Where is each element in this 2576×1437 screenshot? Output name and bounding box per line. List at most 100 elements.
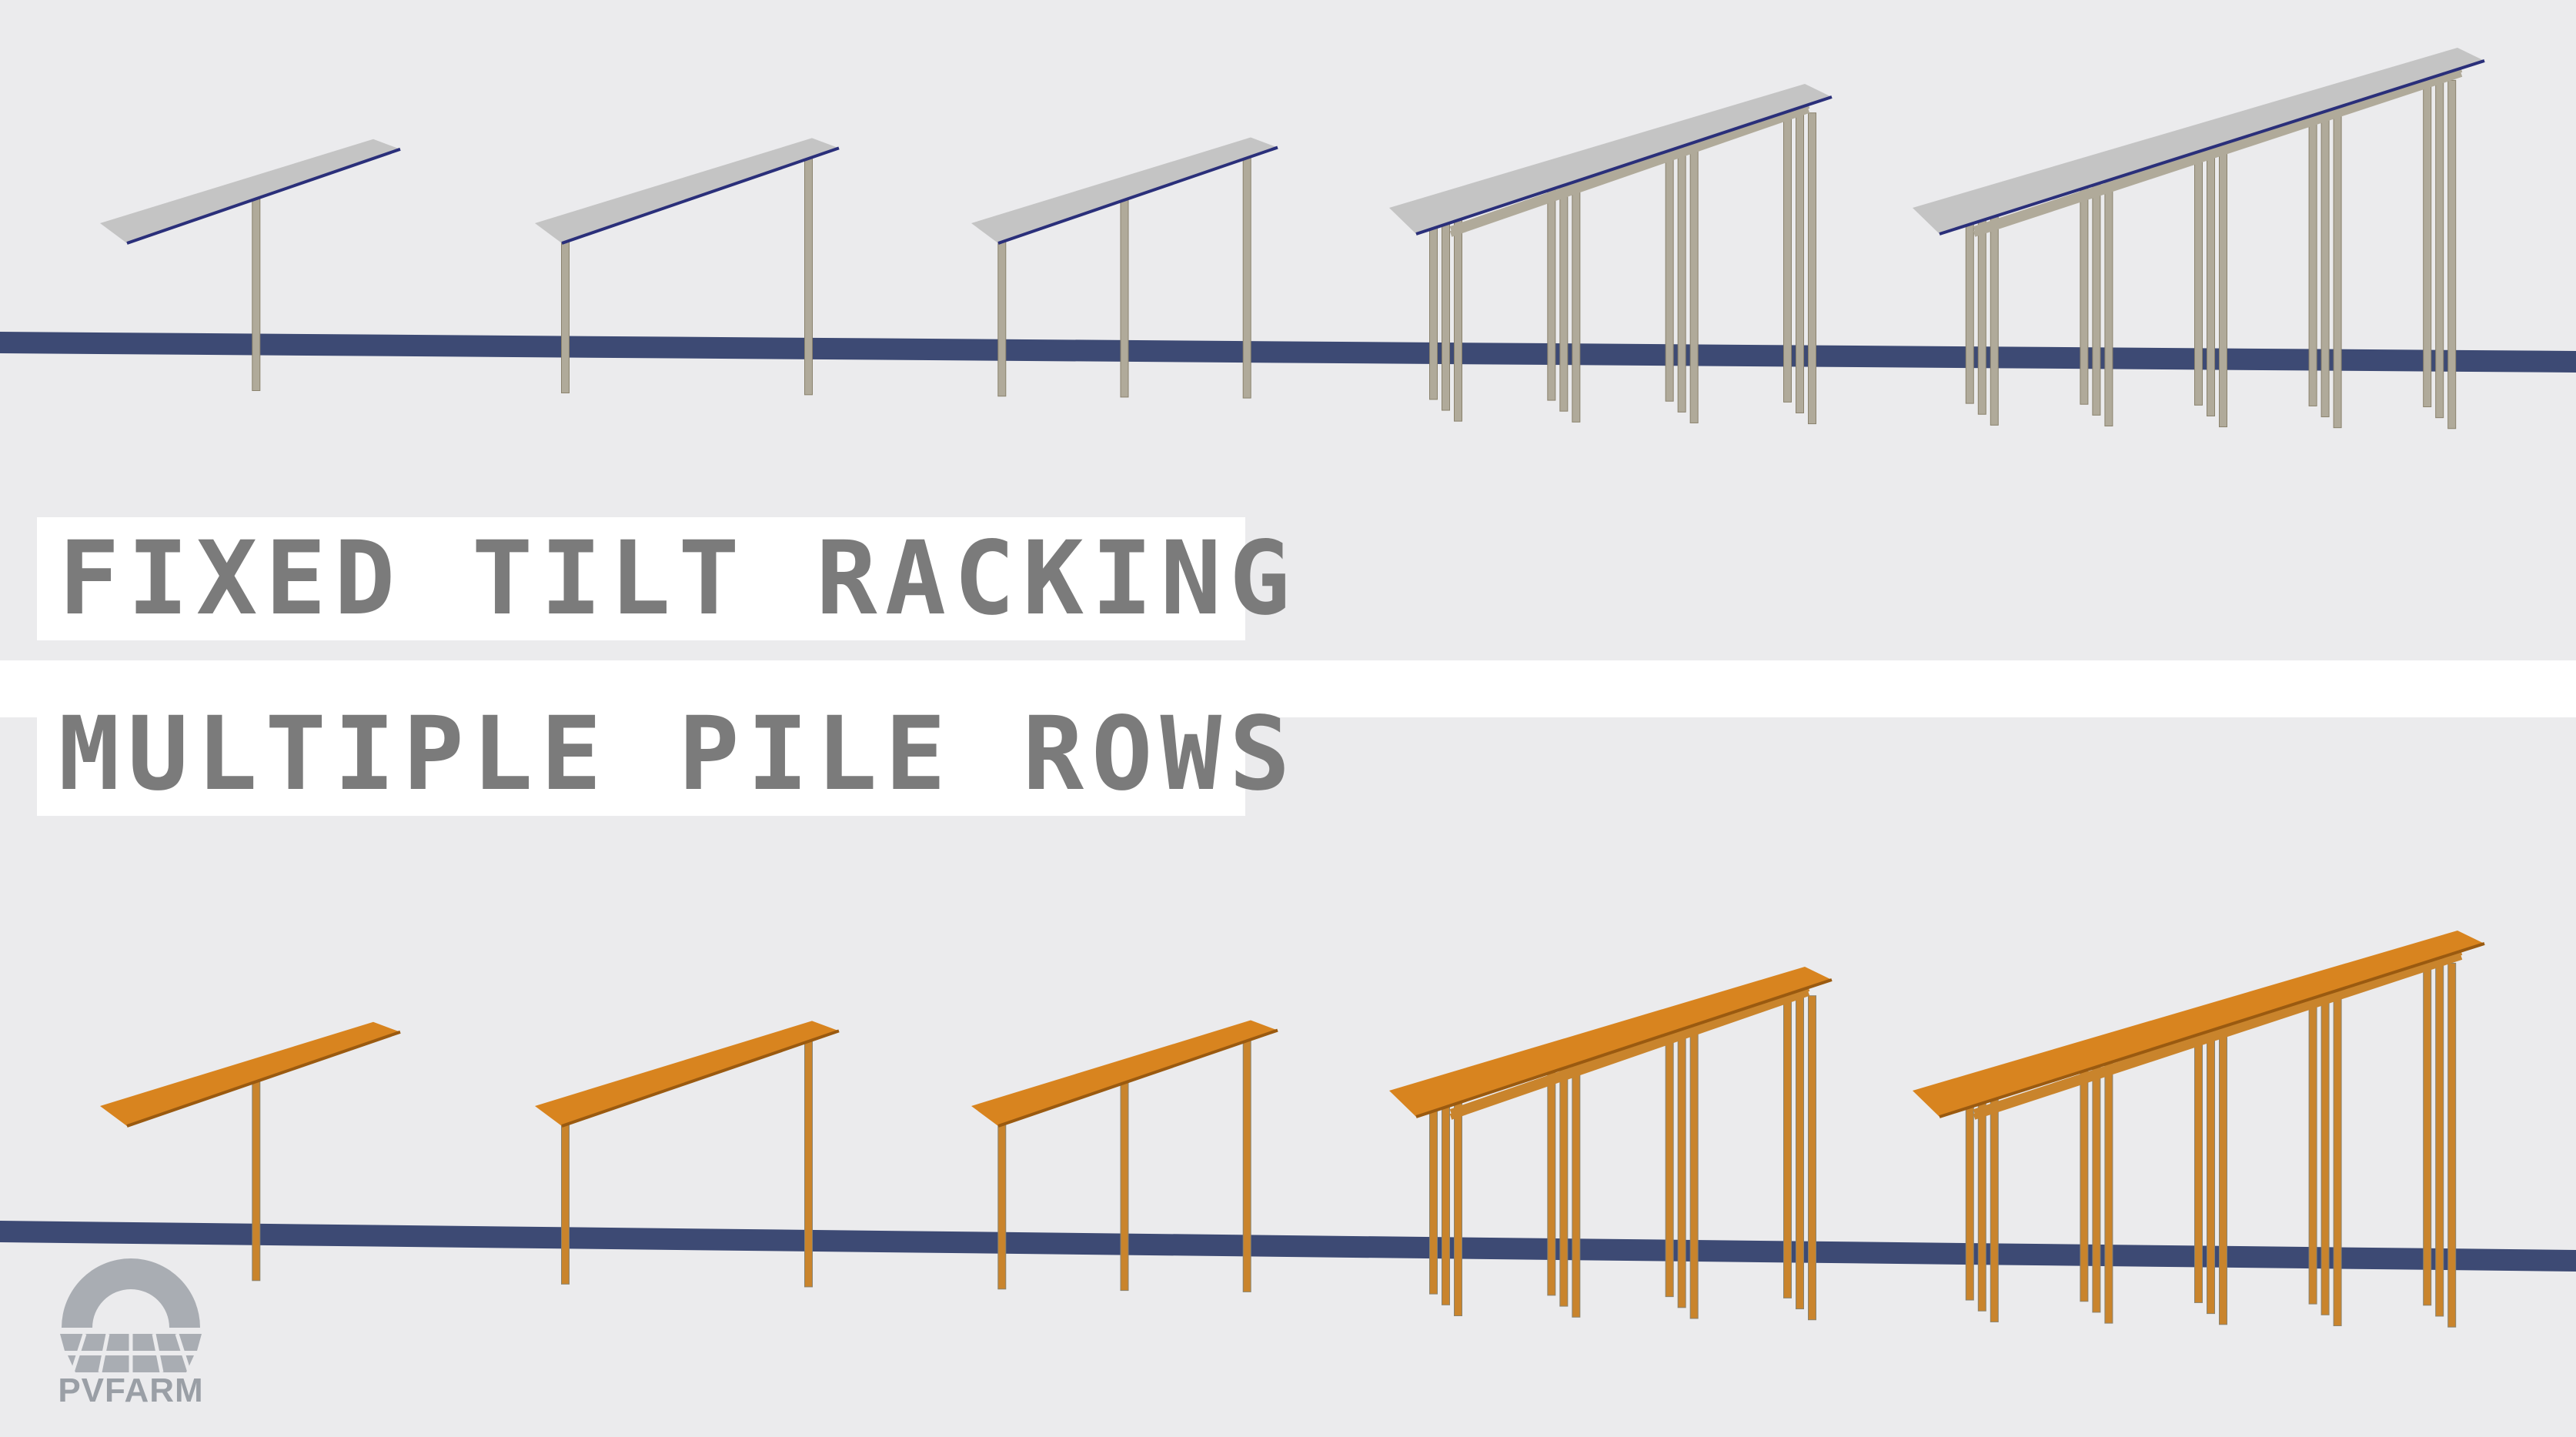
steel-row-table-3-pile: [997, 222, 1007, 397]
logo-text: PVFARM: [58, 1372, 204, 1409]
wood-row-table-4-pile: [1808, 995, 1816, 1321]
steel-row-table-4-pile: [1783, 106, 1792, 403]
title-banner: FIXED TILT RACKING: [37, 517, 1290, 640]
wood-row-table-5-pile: [2219, 1027, 2227, 1325]
wood-row-table-4-panel: [1389, 967, 1832, 1117]
wood-row-table-4-pile: [1572, 1061, 1581, 1318]
wood-row-table-1-panel: [100, 1021, 400, 1126]
wood-row-ground-line: [0, 1221, 2576, 1272]
steel-row-table-1-panel-edge: [126, 147, 401, 245]
steel-row-table-5-pile: [2194, 138, 2203, 406]
steel-row-table-4-rail: [1449, 102, 1810, 232]
steel-row-table-1-pile: [252, 187, 261, 391]
steel-row-table-5-pile: [2207, 141, 2215, 416]
steel-row-table-5-pile: [1965, 202, 1974, 404]
wood-row-table-4-pile: [1429, 1088, 1438, 1295]
wood-row-table-4-rail: [1449, 985, 1810, 1115]
wood-row-table-4-pile: [1783, 989, 1792, 1298]
wood-row-table-3-pile: [1242, 1036, 1251, 1292]
page-subtitle: MULTIPLE PILE ROWS: [58, 695, 1298, 814]
wood-row-table-4-pile: [1689, 1028, 1699, 1319]
wood-row-table-2-panel-edge: [561, 1029, 840, 1128]
wood-row-table-4-panel-edge: [1415, 978, 1833, 1118]
wood-row-table-4-pile: [1677, 1025, 1686, 1308]
steel-row-ground-line: [0, 332, 2576, 373]
steel-row-table-5-pile: [1977, 205, 1986, 415]
wood-row-table-5-pile: [2320, 991, 2330, 1315]
wood-row-table-5-pile: [2092, 1055, 2101, 1313]
steel-row-table-4-pile: [1454, 212, 1462, 422]
steel-row-table-5-pile: [2447, 79, 2457, 429]
steel-row-table-5-pile: [2080, 169, 2089, 405]
wood-row-table-1-pile: [252, 1070, 261, 1282]
wood-row-table-5-pile: [2207, 1024, 2215, 1315]
steel-row-table-5-pile: [2104, 175, 2113, 426]
subtitle-banner: MULTIPLE PILE ROWS: [37, 693, 1290, 816]
wood-row-table-5-pile: [2194, 1021, 2203, 1303]
wood-row-table-5-panel-edge: [1939, 942, 2485, 1118]
steel-row-table-4-pile: [1689, 145, 1699, 423]
steel-row-table-5-pile: [1990, 208, 1999, 426]
steel-row-table-4-panel: [1389, 84, 1832, 234]
steel-row-table-5-rail: [1973, 66, 2463, 232]
steel-row-table-3-pile: [1242, 153, 1251, 399]
steel-row-table-5-rail: [1973, 71, 2463, 237]
wood-row-table-2-pile: [804, 1037, 813, 1288]
wood-row-table-5-panel: [1913, 930, 2484, 1117]
wood-row-table-4-pile: [1796, 992, 1804, 1310]
steel-row-table-2-panel-edge: [561, 146, 840, 245]
steel-row-table-5-pile: [2333, 112, 2342, 429]
wood-row-table-5-rail: [1973, 954, 2463, 1120]
steel-row-table-4-pile: [1677, 142, 1686, 413]
wood-row-table-5-pile: [2423, 956, 2432, 1306]
steel-row-table-5-pile: [2320, 109, 2330, 418]
wood-row-table-2-panel: [535, 1021, 839, 1126]
steel-row-table-3-panel: [971, 137, 1278, 243]
steel-row-table-4-rail: [1449, 107, 1810, 237]
steel-row-table-3-panel-edge: [997, 145, 1278, 245]
wood-row-table-3-pile: [1120, 1071, 1129, 1292]
steel-row-table-4-pile: [1808, 112, 1816, 425]
wood-row-table-5-pile: [2435, 959, 2444, 1317]
wood-row-table-5-pile: [1977, 1088, 1986, 1312]
steel-row-table-5-panel: [1913, 47, 2484, 235]
steel-row-table-5-pile: [2435, 76, 2444, 419]
wood-row-table-5-rail: [1973, 949, 2463, 1115]
steel-row-table-5-pile: [2423, 73, 2432, 408]
steel-row-table-4-pile: [1559, 175, 1569, 412]
steel-row-table-3-pile: [1120, 188, 1129, 398]
wood-row-table-4-pile: [1442, 1091, 1450, 1305]
steel-row-table-4-pile: [1442, 209, 1450, 411]
steel-row-table-4-pile: [1429, 206, 1438, 400]
steel-row-table-5-pile: [2308, 105, 2317, 406]
steel-row-table-2-panel: [535, 138, 839, 243]
wood-row-table-5-pile: [2104, 1058, 2113, 1324]
steel-row-table-4-pile: [1665, 139, 1674, 402]
wood-row-table-3-pile: [997, 1104, 1007, 1290]
steel-row-table-4-panel-edge: [1415, 95, 1833, 236]
wood-row-table-4-pile: [1559, 1058, 1569, 1307]
wood-row-table-4-pile: [1665, 1022, 1674, 1298]
steel-row-table-2-pile: [561, 222, 570, 393]
wood-row-table-5-pile: [2308, 988, 2317, 1305]
wood-row-table-2-pile: [561, 1104, 570, 1285]
steel-row-table-4-pile: [1572, 179, 1581, 423]
steel-row-table-5-panel-edge: [1939, 59, 2485, 236]
wood-row-table-3-panel: [971, 1020, 1278, 1126]
steel-row-table-1-panel: [100, 139, 400, 243]
wood-row-table-5-pile: [2080, 1052, 2089, 1302]
wood-row-table-5-pile: [2447, 962, 2457, 1328]
wood-row-table-5-pile: [1965, 1084, 1974, 1301]
wood-row-table-1-panel-edge: [126, 1030, 401, 1128]
wood-row-table-5-pile: [1990, 1091, 1999, 1322]
wood-row-table-4-pile: [1454, 1094, 1462, 1317]
steel-row-table-5-pile: [2219, 144, 2227, 428]
pvfarm-sun-field-icon: [60, 1258, 202, 1373]
page-title: FIXED TILT RACKING: [58, 520, 1298, 638]
steel-row-table-2-pile: [804, 154, 813, 396]
wood-row-table-3-panel-edge: [997, 1028, 1278, 1128]
steel-row-table-4-pile: [1547, 172, 1556, 401]
steel-row-table-4-pile: [1796, 109, 1804, 413]
